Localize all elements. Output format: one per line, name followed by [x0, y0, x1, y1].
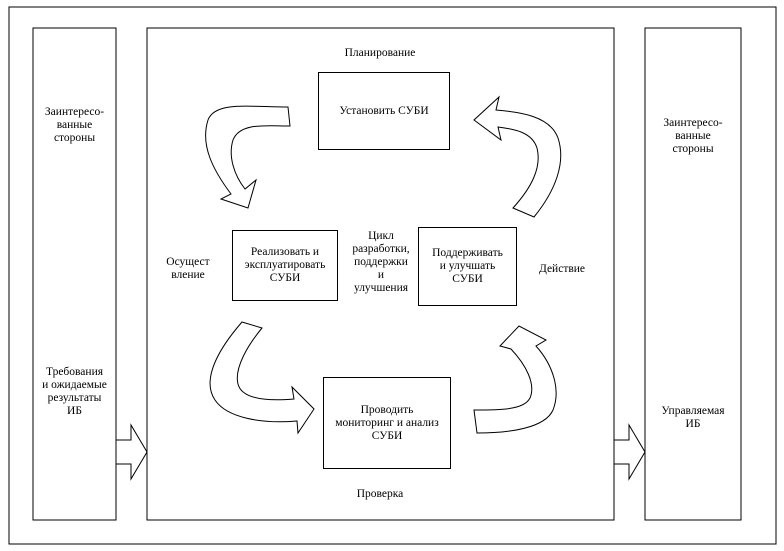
center-panel	[146, 27, 615, 521]
act-to-plan-arrow	[473, 95, 562, 218]
left-stakeholders-label: Заинтересо- ванные стороны	[44, 106, 105, 144]
input-arrow	[115, 423, 148, 481]
plan-label: Планирование	[344, 47, 416, 59]
check-to-act-arrow	[473, 325, 557, 434]
right-panel	[644, 27, 742, 521]
plan-to-do-arrow	[205, 105, 291, 209]
implement-isms-box: Реализовать и эксплуатировать СУБИ	[232, 230, 338, 301]
output-arrow	[613, 423, 646, 481]
outer-frame	[8, 6, 777, 545]
establish-isms-box: Установить СУБИ	[318, 72, 450, 150]
do-to-check-arrow	[209, 321, 315, 435]
monitor-isms-box: Проводить мониторинг и анализ СУБИ	[323, 377, 451, 469]
left-panel	[32, 27, 117, 521]
requirements-label: Требования и ожидаемые результаты ИБ	[42, 366, 107, 417]
cycle-label: Цикл разработки, поддержки и улучшения	[352, 230, 410, 294]
check-label: Проверка	[356, 488, 404, 500]
act-label: Действие	[538, 263, 586, 275]
managed-isms-label: Управляемая ИБ	[661, 405, 725, 430]
maintain-isms-box: Поддерживать и улучшать СУБИ	[418, 227, 517, 306]
do-label: Осущест вление	[166, 256, 210, 281]
right-stakeholders-label: Заинтересо- ванные стороны	[663, 117, 723, 155]
